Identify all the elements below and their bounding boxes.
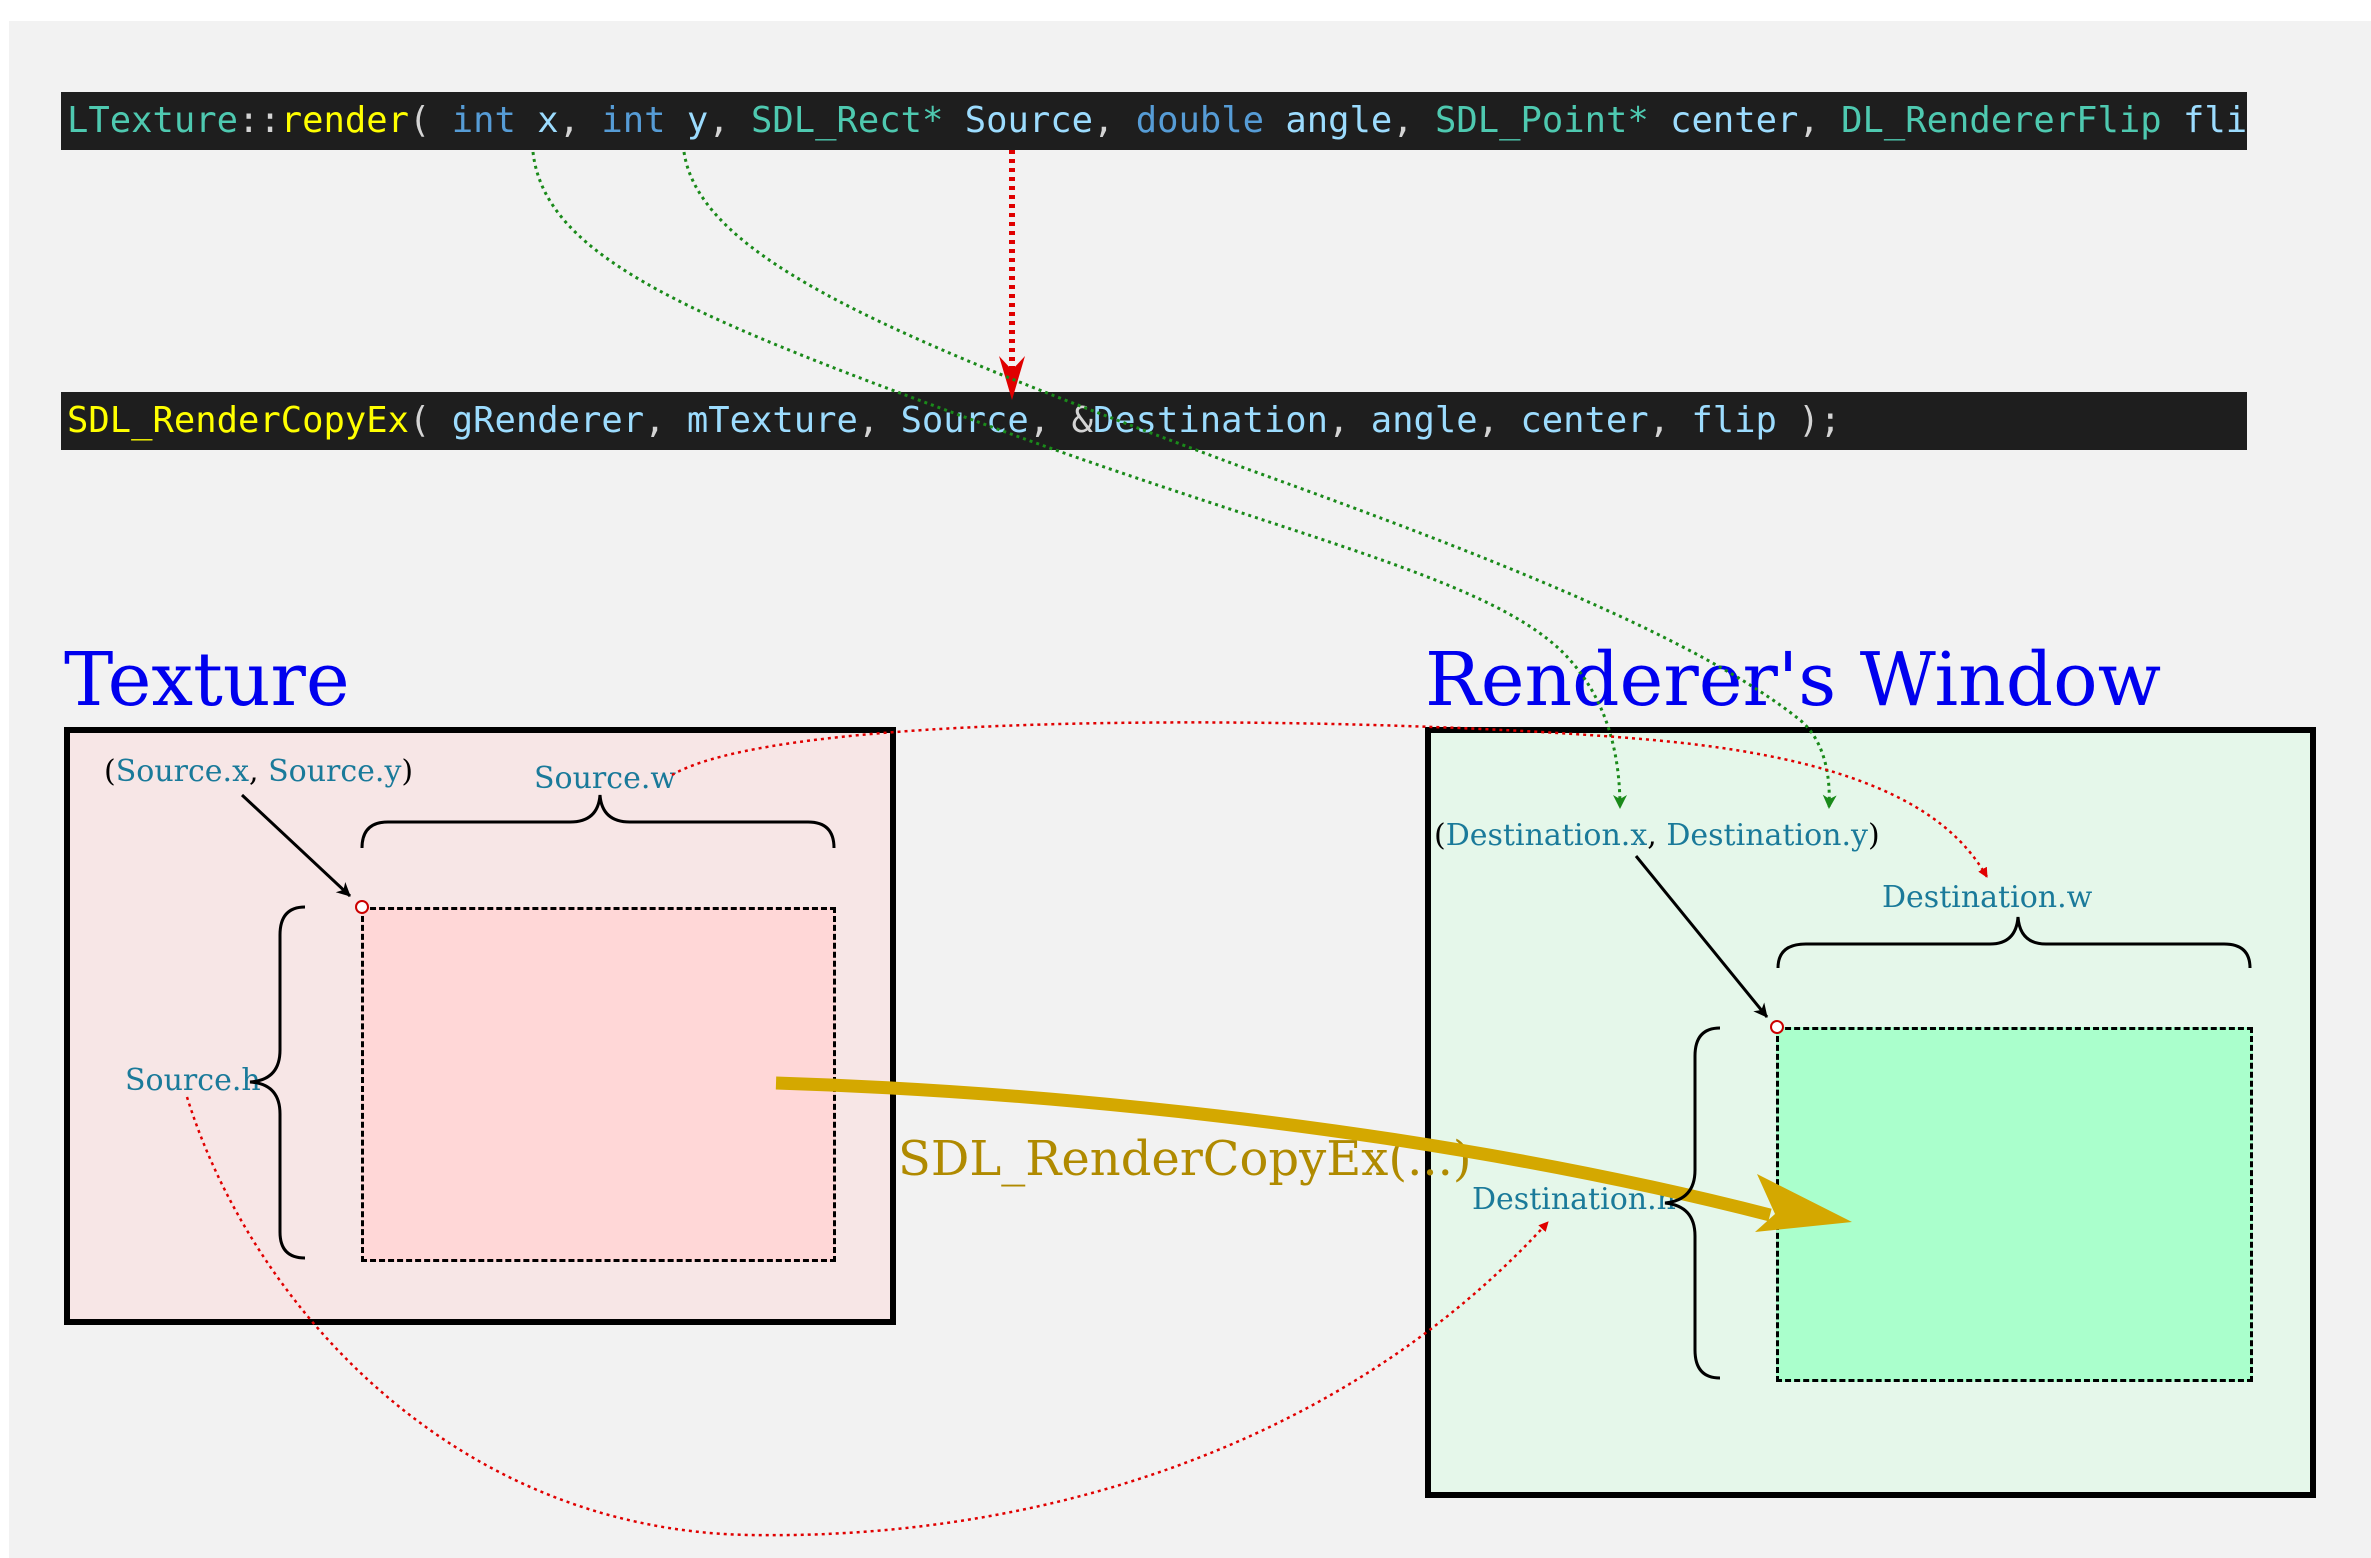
signature-token: int	[601, 100, 666, 141]
call-token: flip	[1691, 400, 1777, 441]
call-token: ,	[1477, 400, 1521, 441]
call-token: mTexture	[686, 400, 858, 441]
height-mapping-curve	[185, 1096, 1549, 1537]
signature-token: double	[1135, 100, 1264, 141]
signature-token: ,	[1392, 100, 1435, 141]
signature-token: center	[1648, 100, 1799, 141]
source-w-brace	[360, 794, 836, 849]
destination-w-brace	[1776, 916, 2252, 969]
source-x-label: Source.x	[115, 754, 250, 789]
signature-token: render	[280, 100, 409, 141]
call-token: ,	[644, 400, 687, 441]
source-rect	[361, 907, 836, 1262]
source-origin-dot	[355, 900, 369, 914]
signature-token: flip	[2183, 100, 2247, 141]
call-token: );	[1776, 400, 1842, 441]
call-token: Destination	[1092, 400, 1329, 441]
signature-token: SDL_Point*	[1434, 100, 1649, 141]
call-token: ,	[857, 400, 901, 441]
window-heading: Renderer's Window	[1425, 637, 2162, 723]
destination-h-brace	[1664, 1026, 1721, 1380]
destination-w-label: Destination.w	[1882, 880, 2093, 915]
destination-xy-label: (Destination.x, Destination.y)	[1434, 821, 1880, 851]
source-comma: ,	[249, 754, 269, 789]
call-token: center	[1520, 400, 1649, 441]
texture-heading: Texture	[64, 637, 350, 723]
source-h-label: Source.h	[125, 1063, 261, 1098]
call-token: SDL_RenderCopyEx	[67, 400, 409, 441]
signature-token: int	[451, 100, 516, 141]
signature-token: ::	[237, 100, 281, 141]
render-copy-arrowhead	[1755, 1174, 1852, 1232]
destination-x-label: Destination.x	[1445, 818, 1648, 853]
signature-token: angle	[1263, 100, 1393, 141]
render-signature-code: LTexture::render( int x, int y, SDL_Rect…	[61, 92, 2247, 150]
source-origin-pointer	[240, 793, 352, 898]
source-paren-close: )	[401, 754, 414, 789]
source-paren-open: (	[104, 754, 116, 789]
call-token: ,	[1028, 400, 1072, 441]
signature-token: ,	[708, 100, 751, 141]
y-param-curve	[682, 151, 1837, 809]
destination-paren-close: )	[1867, 818, 1880, 853]
destination-comma: ,	[1647, 818, 1667, 853]
call-token: gRenderer	[451, 400, 645, 441]
source-xy-label: (Source.x, Source.y)	[104, 757, 413, 787]
destination-y-label: Destination.y	[1666, 818, 1868, 853]
signature-token: ,	[1092, 100, 1136, 141]
render-copy-call-code: SDL_RenderCopyEx( gRenderer, mTexture, S…	[61, 392, 2247, 450]
x-param-curve	[531, 151, 1627, 809]
destination-origin-pointer	[1634, 855, 1769, 1018]
source-w-label: Source.w	[534, 761, 677, 796]
call-token: Source	[900, 400, 1029, 441]
signature-token: x	[515, 100, 559, 141]
signature-token: ,	[1798, 100, 1842, 141]
render-copy-arrow	[775, 1076, 1772, 1222]
width-mapping-curve	[671, 721, 1989, 878]
destination-paren-open: (	[1434, 818, 1446, 853]
call-token: (	[408, 400, 452, 441]
source-y-label: Source.y	[268, 754, 402, 789]
signature-token: DL_RendererFlip	[1841, 100, 2162, 141]
signature-token: (	[408, 100, 452, 141]
call-token: ,	[1328, 400, 1371, 441]
signature-token: SDL_Rect*	[750, 100, 944, 141]
call-token: angle	[1370, 400, 1478, 441]
signature-token: y	[665, 100, 709, 141]
destination-rect	[1776, 1027, 2253, 1382]
signature-token: ,	[558, 100, 602, 141]
signature-token: Source	[943, 100, 1093, 141]
destination-origin-dot	[1770, 1020, 1784, 1034]
signature-token: LTexture	[67, 100, 238, 141]
source-param-arrowhead	[999, 356, 1025, 400]
source-h-brace	[249, 905, 306, 1260]
call-token: &	[1071, 400, 1093, 441]
call-token: ,	[1648, 400, 1692, 441]
